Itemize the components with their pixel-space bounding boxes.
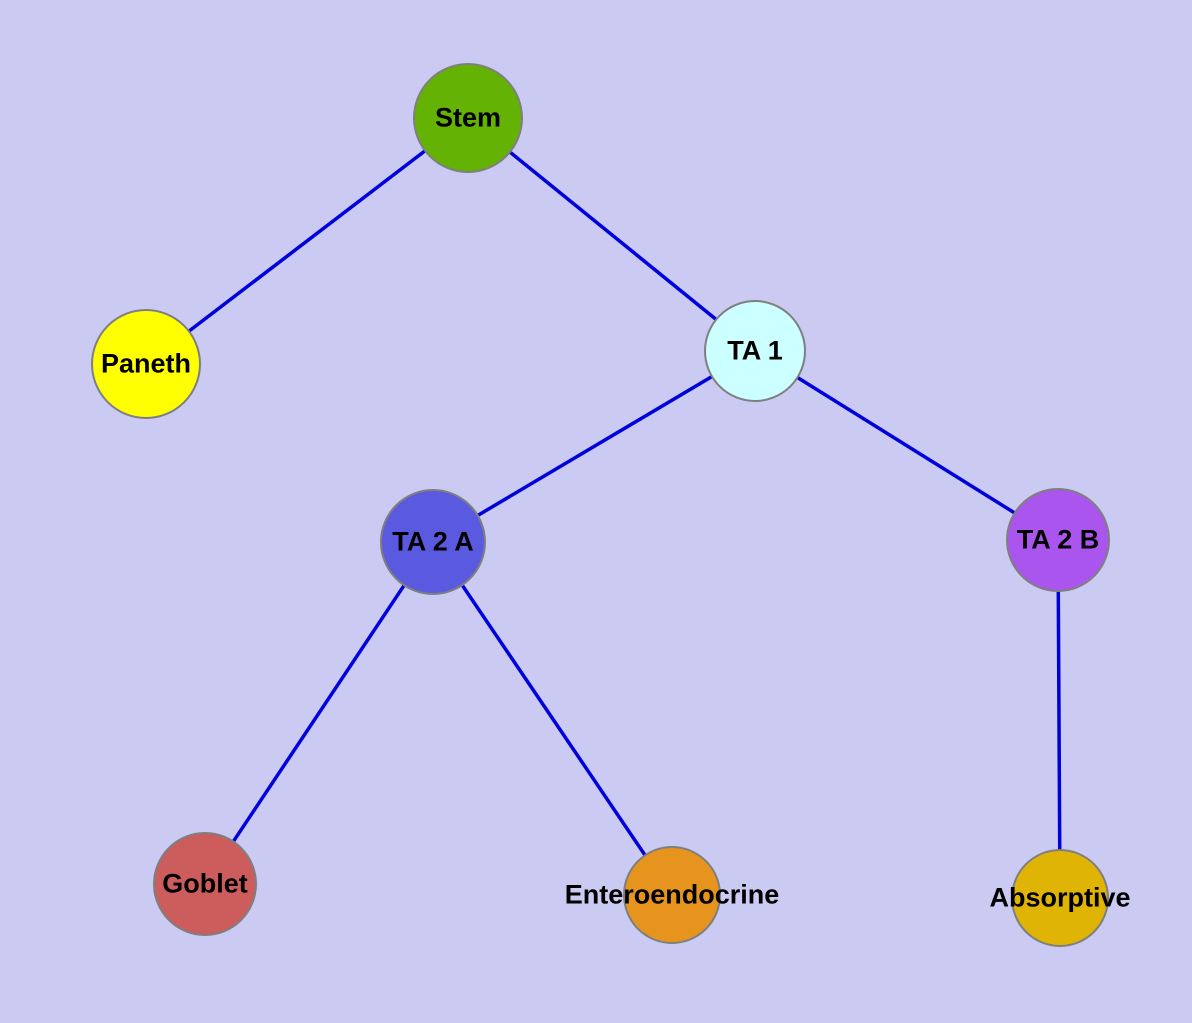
edge-ta-2-a-enteroendocrine xyxy=(431,541,674,896)
node-label-stem: Stem xyxy=(434,102,502,133)
edge-ta-1-ta-2-a xyxy=(432,349,756,544)
edge-stem-paneth xyxy=(144,116,470,366)
node-label-ta-2-a: TA 2 A xyxy=(392,526,474,557)
edge-ta-2-a-goblet xyxy=(203,541,435,885)
node-ta-2-b[interactable]: TA 2 B xyxy=(1006,488,1110,592)
node-enteroendocrine[interactable]: Enteroendocrine xyxy=(565,846,779,944)
node-paneth[interactable]: Paneth xyxy=(91,309,201,419)
node-stem[interactable]: Stem xyxy=(413,63,523,173)
node-ta-1[interactable]: TA 1 xyxy=(704,300,806,402)
edge-stem-ta-1 xyxy=(466,116,757,353)
edge-ta-2-b-absorptive xyxy=(1056,539,1062,899)
node-label-goblet: Goblet xyxy=(162,868,248,899)
node-label-paneth: Paneth xyxy=(100,348,192,379)
node-label-ta-2-b: TA 2 B xyxy=(1016,524,1100,555)
node-absorptive[interactable]: Absorptive xyxy=(989,849,1131,947)
node-goblet[interactable]: Goblet xyxy=(153,832,257,936)
node-label-ta-1: TA 1 xyxy=(727,335,783,366)
edge-ta-1-ta-2-b xyxy=(754,349,1059,542)
node-ta-2-a[interactable]: TA 2 A xyxy=(380,489,486,595)
